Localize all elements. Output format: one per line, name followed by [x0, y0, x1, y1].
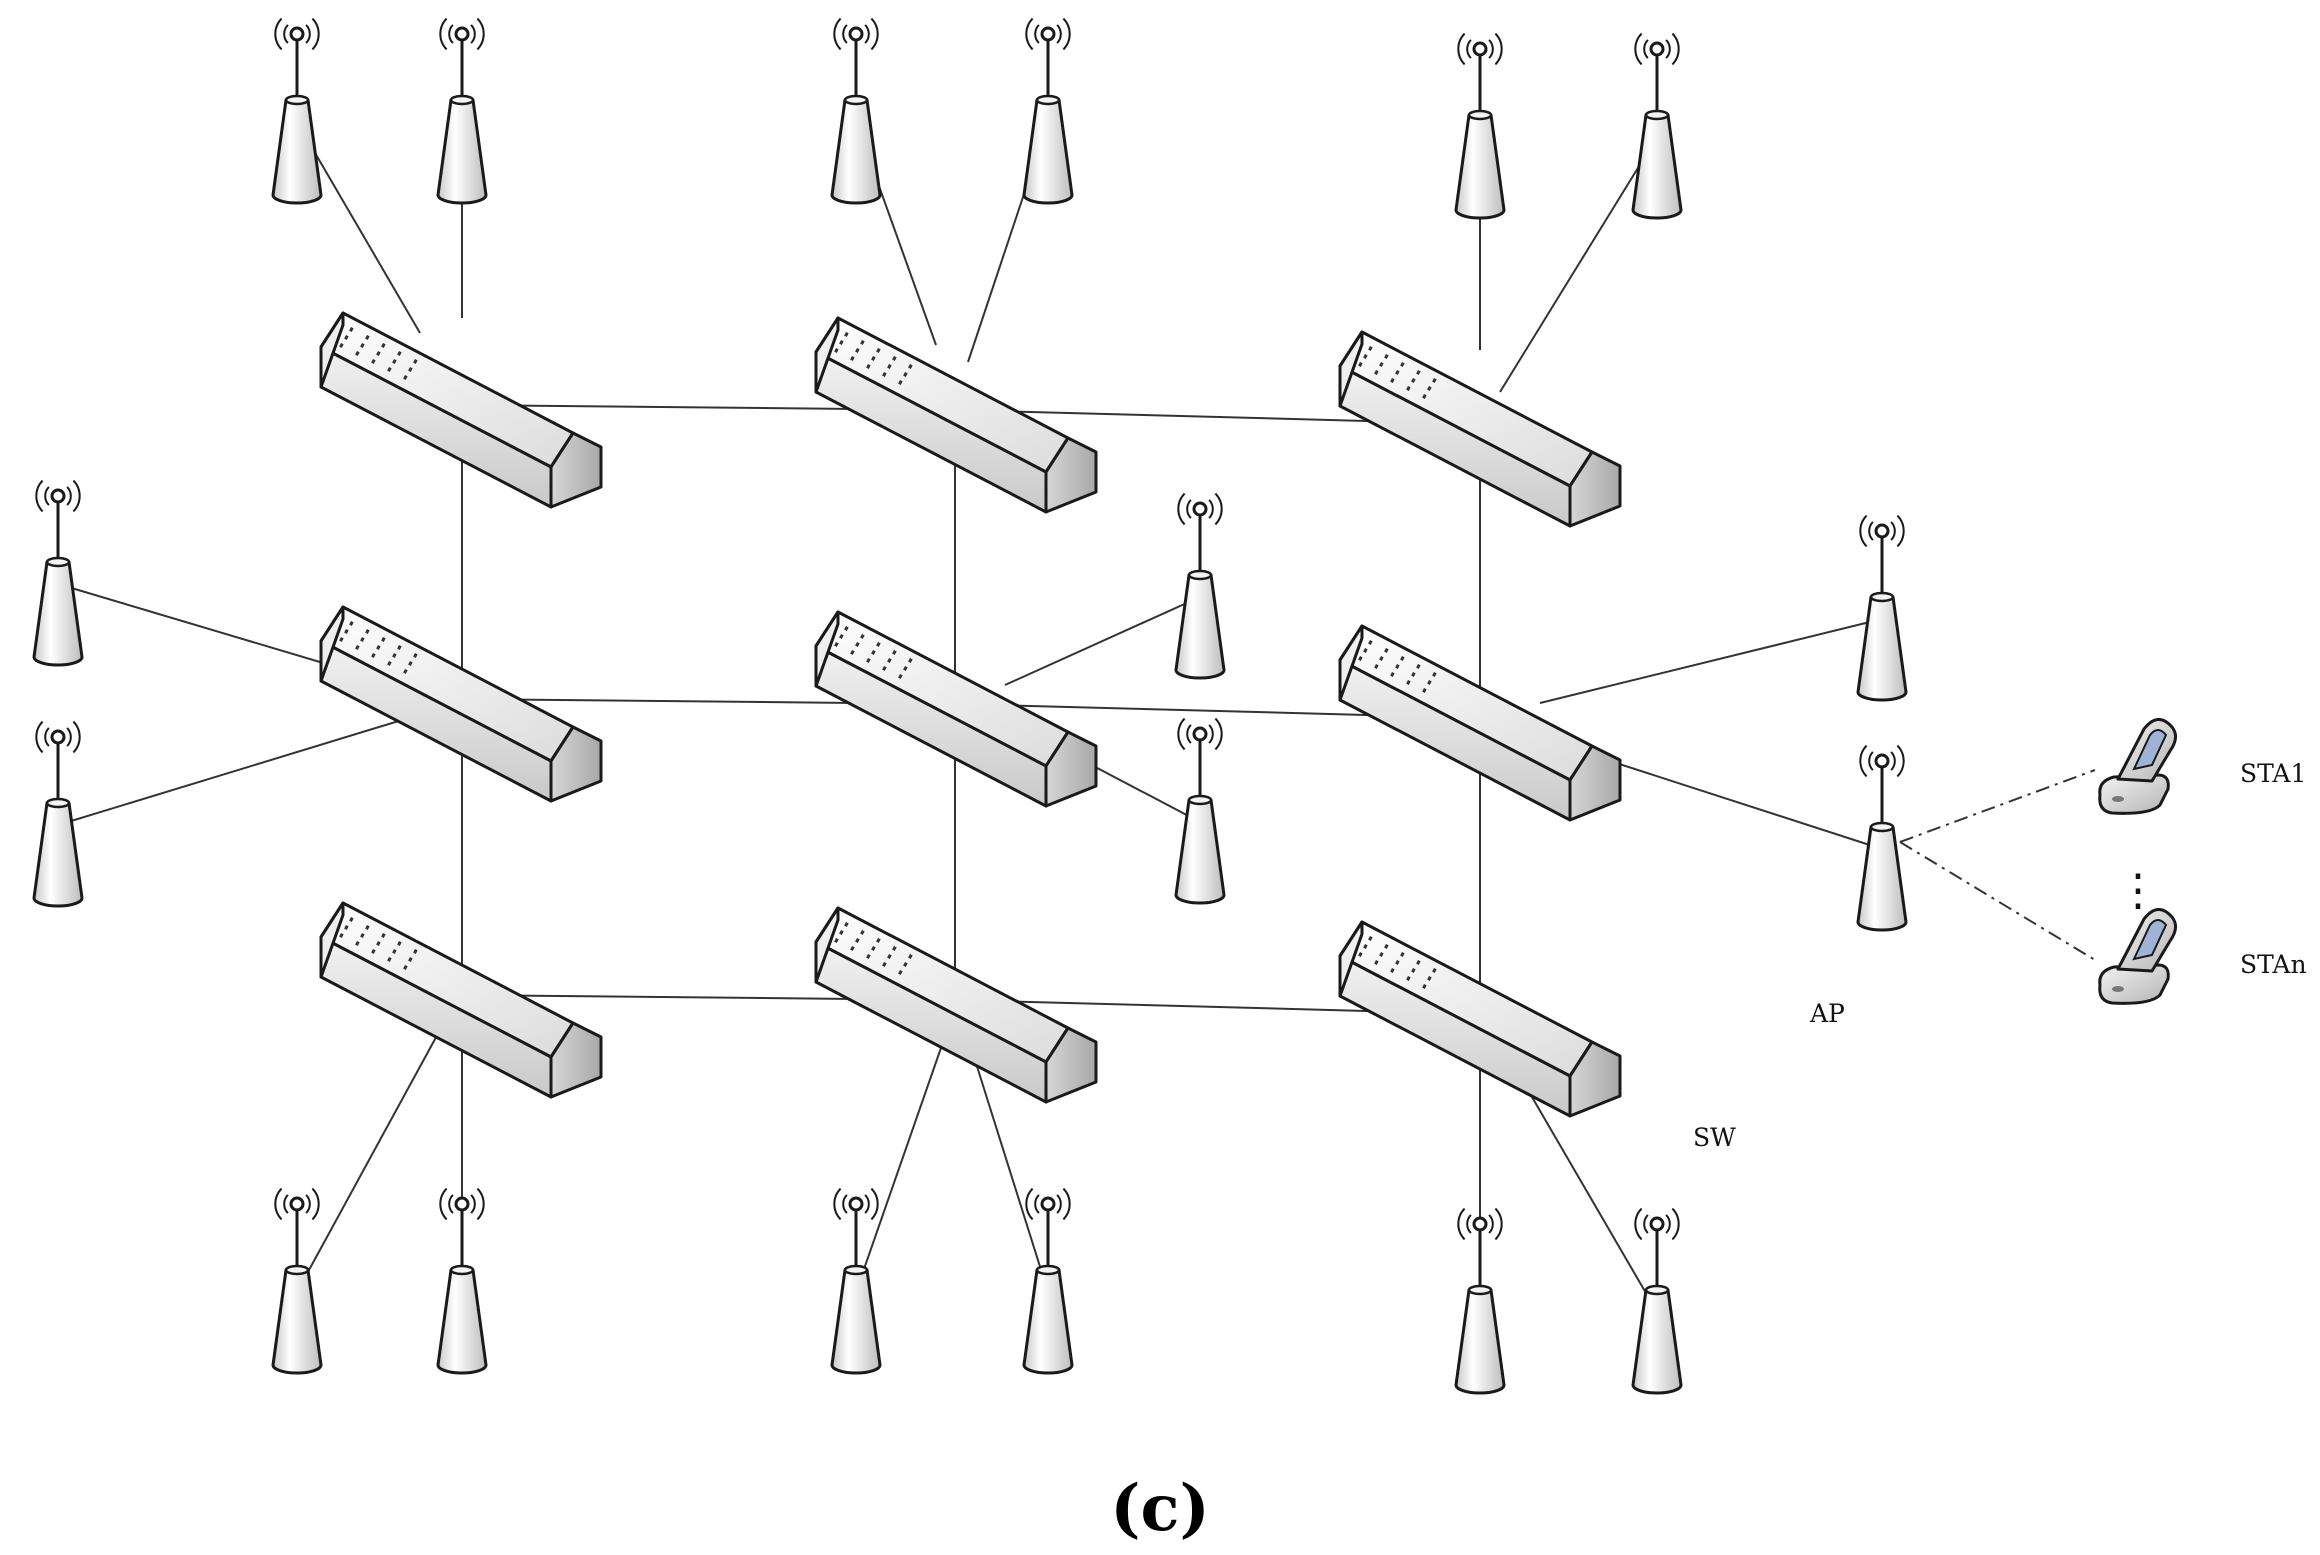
- access-point-icon: [1856, 744, 1908, 932]
- access-points-layer: [32, 17, 1908, 1395]
- station-ellipsis: ⋮: [2116, 865, 2160, 916]
- network-switch-icon: [319, 901, 603, 1099]
- stations-layer: [2098, 718, 2177, 1005]
- ap-uplink: [1499, 136, 1658, 393]
- network-switch-icon: [1338, 330, 1622, 528]
- access-point-icon: [1856, 514, 1908, 702]
- access-point-icon: [32, 720, 84, 908]
- wireless-links-layer: [1899, 769, 2096, 961]
- ap-uplink: [296, 121, 421, 334]
- access-point-icon: [1454, 32, 1506, 220]
- ap-uplink: [1606, 759, 1883, 850]
- access-point-icon: [1022, 1187, 1074, 1375]
- network-switch-icon: [1338, 920, 1622, 1118]
- network-switch-icon: [814, 316, 1098, 514]
- network-switch-icon: [319, 605, 603, 803]
- figure-caption: (c): [1110, 1471, 1210, 1546]
- ap-uplink: [1004, 596, 1201, 686]
- ap-label: AP: [1809, 999, 1845, 1028]
- ap-uplink: [855, 1044, 943, 1293]
- ap-uplink: [974, 1059, 1049, 1293]
- access-point-icon: [1631, 1207, 1683, 1395]
- access-point-icon: [830, 1187, 882, 1375]
- ap-uplink: [296, 1029, 441, 1293]
- access-point-icon: [1454, 1207, 1506, 1395]
- stan-label: STAn: [2240, 950, 2307, 979]
- wireless-link: [1899, 769, 2096, 843]
- sta1-label: STA1: [2240, 759, 2306, 788]
- network-switch-icon: [319, 311, 603, 509]
- ap-uplink: [1539, 618, 1883, 704]
- mobile-phone-icon: [2098, 718, 2177, 815]
- access-point-icon: [1022, 17, 1074, 205]
- access-point-icon: [271, 17, 323, 205]
- access-point-icon: [1174, 717, 1226, 905]
- wireless-link: [1899, 841, 2096, 961]
- access-point-icon: [1174, 492, 1226, 680]
- ap-uplink: [57, 719, 403, 826]
- access-point-icon: [1631, 32, 1683, 220]
- sw-label: SW: [1693, 1123, 1736, 1152]
- access-point-icon: [830, 17, 882, 205]
- network-switch-icon: [814, 906, 1098, 1104]
- ap-uplink: [1524, 1084, 1658, 1313]
- ap-uplink: [57, 583, 341, 669]
- switches-layer: [319, 311, 1622, 1118]
- network-switch-icon: [814, 610, 1098, 808]
- ap-uplink: [1081, 759, 1201, 823]
- access-point-icon: [271, 1187, 323, 1375]
- network-switch-icon: [1338, 624, 1622, 822]
- access-point-icon: [436, 17, 488, 205]
- access-point-icon: [32, 479, 84, 667]
- access-point-icon: [436, 1187, 488, 1375]
- mobile-phone-icon: [2098, 908, 2177, 1005]
